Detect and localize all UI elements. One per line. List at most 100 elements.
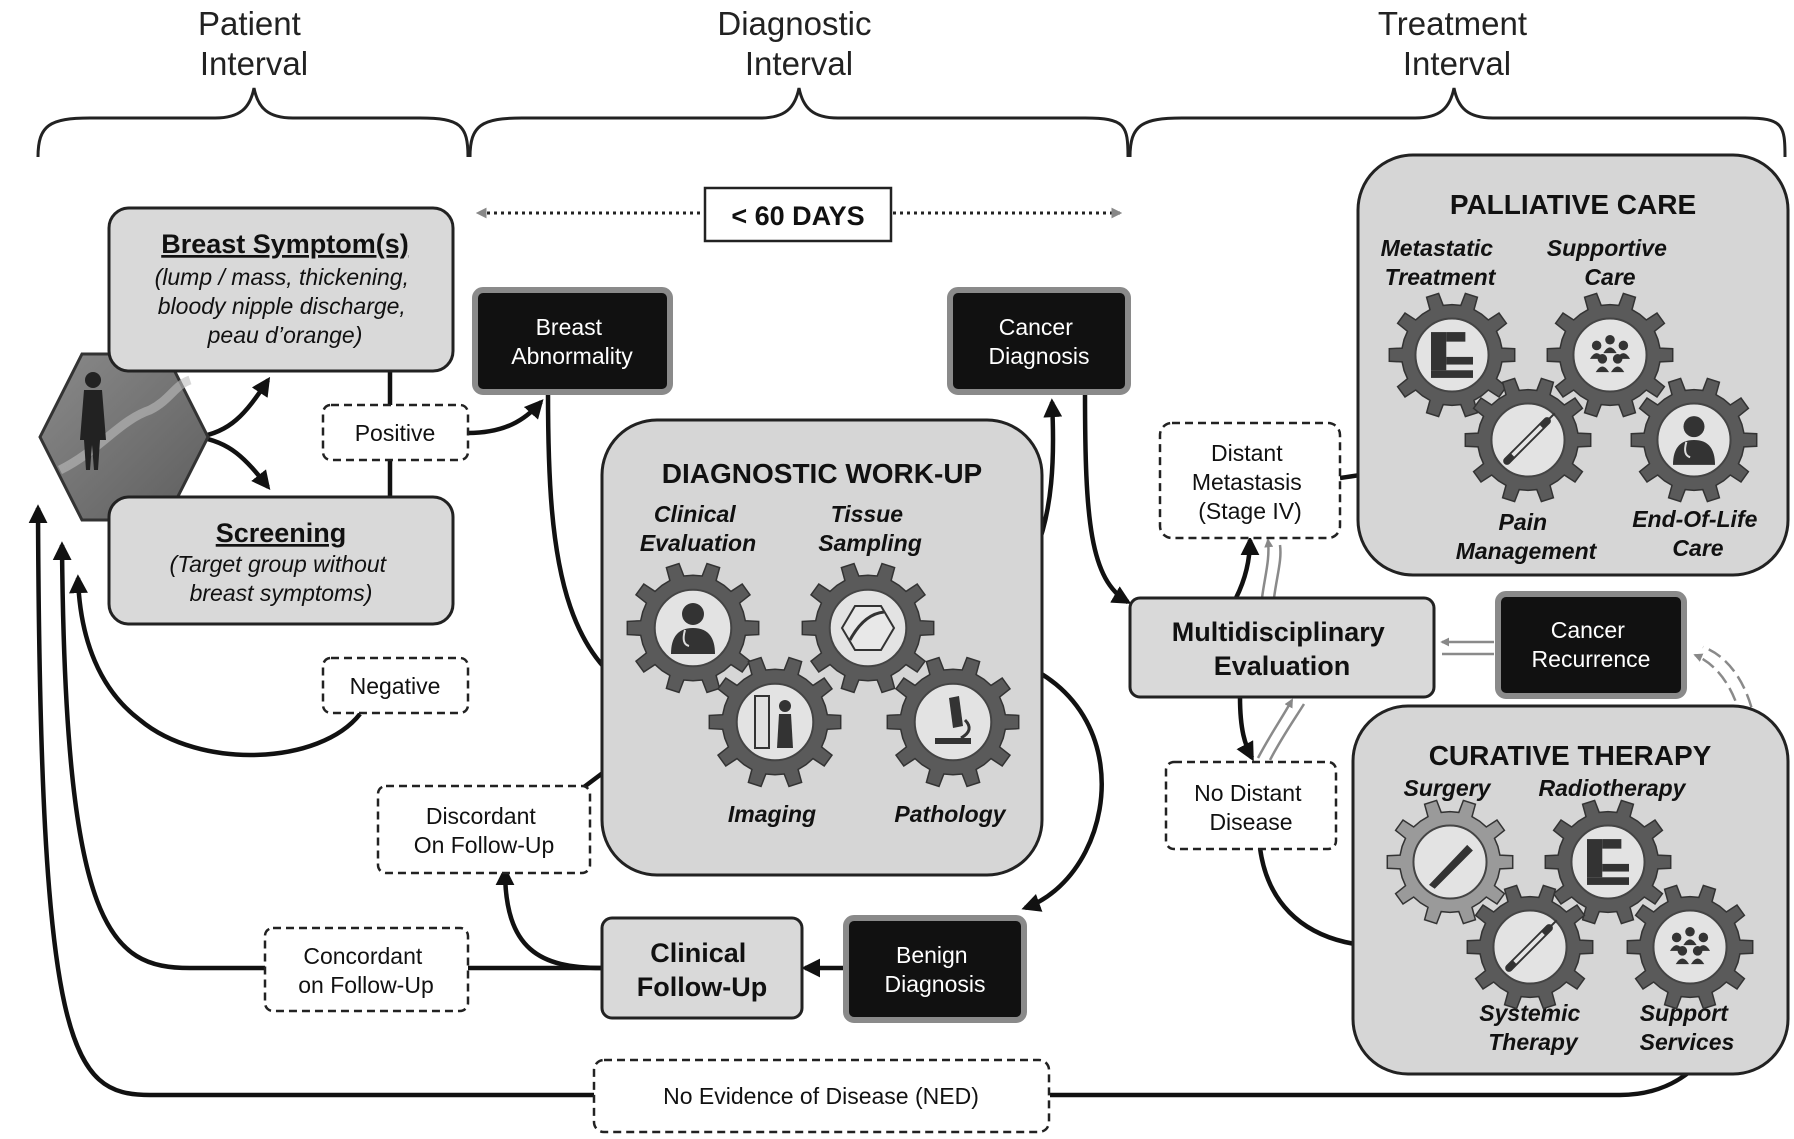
- patient-hexagon: [38, 352, 210, 522]
- syringe-icon: [1505, 919, 1558, 972]
- multi-to-metastasis-gray-b: [1272, 544, 1282, 599]
- systemic-therapy-gear: [1466, 884, 1594, 1010]
- no-distant-disease-box: No Distant Disease: [1164, 760, 1338, 851]
- arrow-ned-to-patient: [28, 504, 594, 1098]
- multi-to-metastasis-gray-a: [1260, 538, 1274, 599]
- arrow-negative-to-screening: [69, 574, 362, 758]
- woman-walking-icon: [80, 372, 106, 470]
- svg-text:Distant Metastasis: Distant Metastasis (Stage IV): [1192, 440, 1308, 524]
- treatment-interval-label: Treatment Interval: [1378, 5, 1536, 82]
- radiotherapy-gear: [1544, 799, 1672, 925]
- pathology-label: Pathology: [894, 801, 1006, 827]
- treatment-interval-brace: [1128, 87, 1787, 158]
- diagnostic-interval-brace: [468, 87, 1130, 158]
- arrow-multidisciplinary-to-no-distant: [1236, 696, 1254, 762]
- curative-therapy-title: CURATIVE THERAPY: [1429, 740, 1712, 771]
- patient-interval-label: Patient Interval: [198, 5, 310, 82]
- scalpel-icon: [1429, 844, 1473, 889]
- diagnostic-workup-title: DIAGNOSTIC WORK-UP: [662, 458, 982, 489]
- negative-box: Negative: [321, 656, 470, 715]
- pain-management-gear: [1464, 377, 1592, 503]
- svg-text:No Evidence of Disease (NED): No Evidence of Disease (NED): [663, 1083, 979, 1109]
- svg-text:Cancer Recurrence: Cancer Recurrence: [1532, 617, 1651, 672]
- support-group-icon: [1589, 334, 1631, 373]
- svg-text:Discordant On Follow-Up: Discordant On Follow-Up: [414, 803, 555, 858]
- discordant-box: Discordant On Follow-Up: [376, 784, 592, 875]
- microscope-icon: [935, 696, 971, 744]
- tissue-sample-icon: [840, 605, 896, 651]
- metastatic-treatment-gear: [1388, 292, 1516, 418]
- metastatic-treatment-label: Metastatic Treatment: [1381, 235, 1500, 290]
- cancer-diagnosis-box: Cancer Diagnosis: [947, 287, 1131, 395]
- clinical-evaluation-label: Clinical Evaluation: [640, 501, 756, 556]
- positive-box: Positive: [321, 403, 470, 462]
- tissue-sampling-label: Tissue Sampling: [818, 501, 922, 556]
- screening-box: Screening (Target group without breast s…: [107, 495, 455, 626]
- arrow-concordant-to-patient: [52, 541, 265, 971]
- support-services-label: Support Services: [1640, 1000, 1735, 1055]
- pathology-gear: [886, 656, 1020, 788]
- svg-text:Multidisciplinary Evalua: Multidisciplinary Evaluation: [1172, 617, 1393, 681]
- diagnostic-interval-label: Diagnostic Interval: [717, 5, 880, 82]
- breast-abnormality-box: Breast Abnormality: [472, 287, 673, 395]
- screening-detail: (Target group without breast symptoms): [170, 551, 393, 606]
- imaging-gear: [708, 656, 842, 788]
- arrow-to-symptoms: [197, 376, 271, 440]
- tissue-sampling-gear: [801, 562, 935, 694]
- timeline-60-days: < 60 DAYS: [475, 186, 1123, 243]
- breast-symptoms-detail: (lump / mass, thickening, bloody nipple …: [155, 264, 416, 348]
- multidisciplinary-evaluation-box: Multidisciplinary Evaluation: [1128, 596, 1436, 699]
- svg-text:Negative: Negative: [350, 673, 441, 699]
- gears-layer: [626, 292, 1758, 1010]
- cancer-recurrence-box: Cancer Recurrence: [1495, 591, 1687, 699]
- svg-text:Benign Diagnosis: Benign Diagnosis: [885, 942, 986, 997]
- breast-symptoms-title: Breast Symptom(s): [161, 229, 409, 259]
- systemic-therapy-label: Systemic Therapy: [1479, 1000, 1586, 1055]
- arrow-cancer-diagnosis-to-multidisciplinary: [1082, 391, 1132, 604]
- doctor-icon: [1673, 416, 1715, 465]
- days-label: < 60 DAYS: [731, 201, 864, 231]
- benign-diagnosis-box: Benign Diagnosis: [843, 915, 1027, 1023]
- radiation-machine-icon: [1431, 332, 1473, 378]
- end-of-life-label: End-Of-Life Care: [1632, 506, 1764, 561]
- interval-labels: Patient Interval Diagnostic Interval Tre…: [198, 5, 1536, 82]
- no-distant-to-multi-gray-b: [1268, 703, 1306, 761]
- clinical-followup-box: Clinical Follow-Up: [600, 916, 804, 1020]
- svg-text:Clinical Follow-Up: Clinical Follow-Up: [637, 938, 767, 1002]
- arrow-positive-to-abnormality: [467, 399, 544, 436]
- arrow-multidisciplinary-to-metastasis: [1233, 536, 1260, 600]
- radiation-machine-icon: [1587, 839, 1629, 885]
- supportive-care-label: Supportive Care: [1547, 235, 1674, 290]
- svg-text:Concordant on Follow-Up: Concordant on Follow-Up: [298, 943, 434, 998]
- surgery-gear: [1386, 799, 1514, 925]
- distant-metastasis-box: Distant Metastasis (Stage IV): [1158, 421, 1342, 540]
- concordant-box: Concordant on Follow-Up: [263, 926, 470, 1013]
- clinical-evaluation-gear: [626, 562, 760, 694]
- interval-braces: [36, 87, 1787, 158]
- svg-text:No Distant Disease: No Distant Disease: [1194, 780, 1308, 835]
- days-box: [703, 186, 893, 243]
- doctor-icon: [671, 603, 715, 654]
- ned-box: No Evidence of Disease (NED): [592, 1058, 1051, 1134]
- no-distant-to-multi-gray-a: [1256, 698, 1294, 759]
- arrow-followup-to-discordant: [495, 866, 603, 971]
- svg-text:Breast Abnormality: Breast Abnormality: [511, 314, 633, 369]
- arrow-to-screening: [197, 434, 271, 490]
- radiotherapy-label: Radiotherapy: [1539, 775, 1687, 801]
- support-services-gear: [1626, 884, 1754, 1010]
- svg-text:Cancer Diagnosis: Cancer Diagnosis: [989, 314, 1090, 369]
- surgery-label: Surgery: [1404, 775, 1492, 801]
- syringe-icon: [1503, 412, 1556, 465]
- supportive-care-gear: [1546, 292, 1674, 418]
- screening-title: Screening: [216, 518, 347, 548]
- imaging-label: Imaging: [728, 801, 816, 827]
- breast-symptoms-box: Breast Symptom(s) (lump / mass, thickeni…: [107, 206, 455, 373]
- mammography-icon: [754, 695, 793, 749]
- support-group-icon: [1669, 926, 1711, 965]
- pain-management-label: Pain Management: [1456, 509, 1598, 564]
- end-of-life-gear: [1630, 377, 1758, 503]
- patient-interval-brace: [36, 87, 470, 158]
- svg-text:Positive: Positive: [355, 420, 436, 446]
- palliative-care-title: PALLIATIVE CARE: [1450, 189, 1696, 220]
